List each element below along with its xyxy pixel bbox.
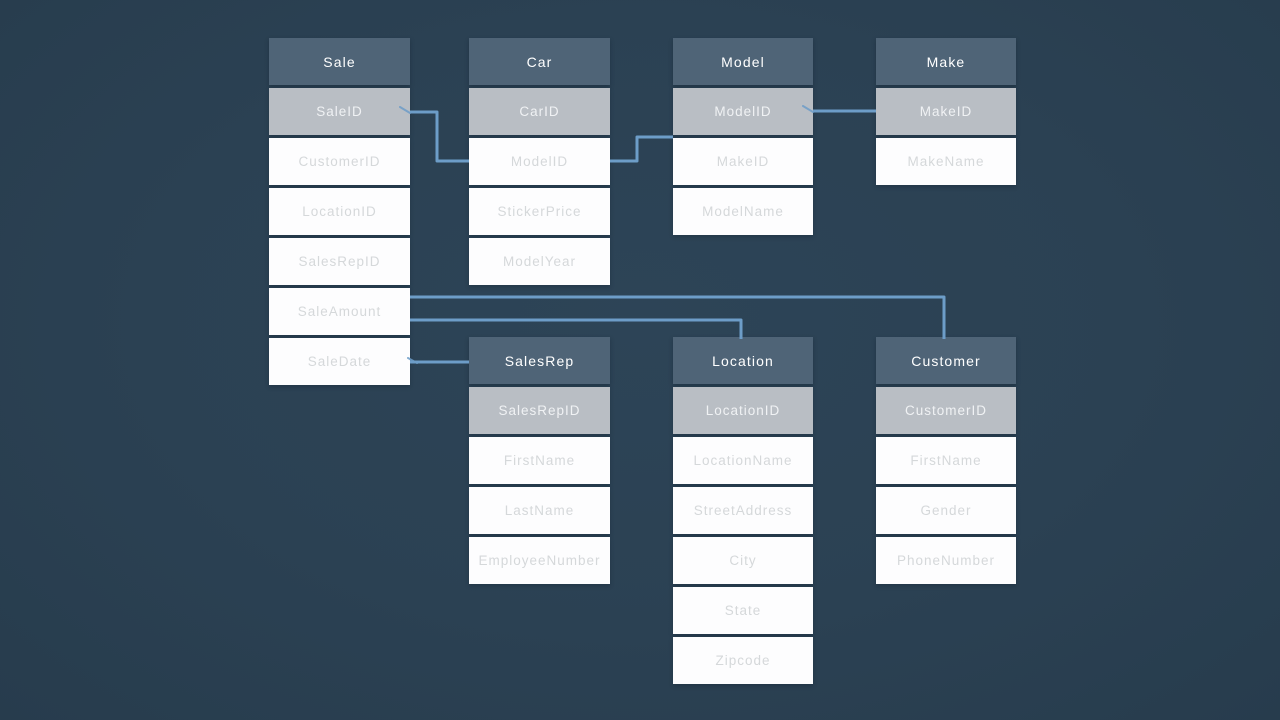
- connector-sale-customerid-to-customer: [410, 295, 946, 339]
- table-header-car: Car: [469, 38, 610, 85]
- field-row-car-modelyear: ModelYear: [469, 238, 610, 285]
- field-row-salesrep-lastname: LastName: [469, 487, 610, 534]
- field-row-car-stickerprice: StickerPrice: [469, 188, 610, 235]
- field-row-sale-saleamount: SaleAmount: [269, 288, 410, 335]
- connector-car-modelid-to-model-modelid: [610, 135, 673, 163]
- field-row-customer-gender: Gender: [876, 487, 1016, 534]
- field-row-model-modelid: ModelID: [673, 88, 813, 135]
- field-row-make-makeid: MakeID: [876, 88, 1016, 135]
- field-row-location-zipcode: Zipcode: [673, 637, 813, 684]
- field-row-customer-firstname: FirstName: [876, 437, 1016, 484]
- table-header-model: Model: [673, 38, 813, 85]
- table-header-customer: Customer: [876, 337, 1016, 384]
- table-header-salesrep: SalesRep: [469, 337, 610, 384]
- field-row-make-makename: MakeName: [876, 138, 1016, 185]
- field-row-car-modelid: ModelID: [469, 138, 610, 185]
- field-row-location-streetaddress: StreetAddress: [673, 487, 813, 534]
- field-row-sale-customerid: CustomerID: [269, 138, 410, 185]
- field-row-model-makeid: MakeID: [673, 138, 813, 185]
- field-row-customer-customerid: CustomerID: [876, 387, 1016, 434]
- field-row-salesrep-employeenumber: EmployeeNumber: [469, 537, 610, 584]
- field-row-sale-salesrepid: SalesRepID: [269, 238, 410, 285]
- field-row-customer-phonenumber: PhoneNumber: [876, 537, 1016, 584]
- field-row-salesrep-salesrepid: SalesRepID: [469, 387, 610, 434]
- table-header-location: Location: [673, 337, 813, 384]
- table-header-make: Make: [876, 38, 1016, 85]
- field-row-salesrep-firstname: FirstName: [469, 437, 610, 484]
- field-row-location-locationid: LocationID: [673, 387, 813, 434]
- field-row-location-locationname: LocationName: [673, 437, 813, 484]
- field-row-sale-saledate: SaleDate: [269, 338, 410, 385]
- field-row-model-modelname: ModelName: [673, 188, 813, 235]
- field-row-location-state: State: [673, 587, 813, 634]
- field-row-sale-saleid: SaleID: [269, 88, 410, 135]
- table-header-sale: Sale: [269, 38, 410, 85]
- field-row-location-city: City: [673, 537, 813, 584]
- connector-sale-saleid-to-car-modelid: [410, 110, 469, 163]
- field-row-car-carid: CarID: [469, 88, 610, 135]
- field-row-sale-locationid: LocationID: [269, 188, 410, 235]
